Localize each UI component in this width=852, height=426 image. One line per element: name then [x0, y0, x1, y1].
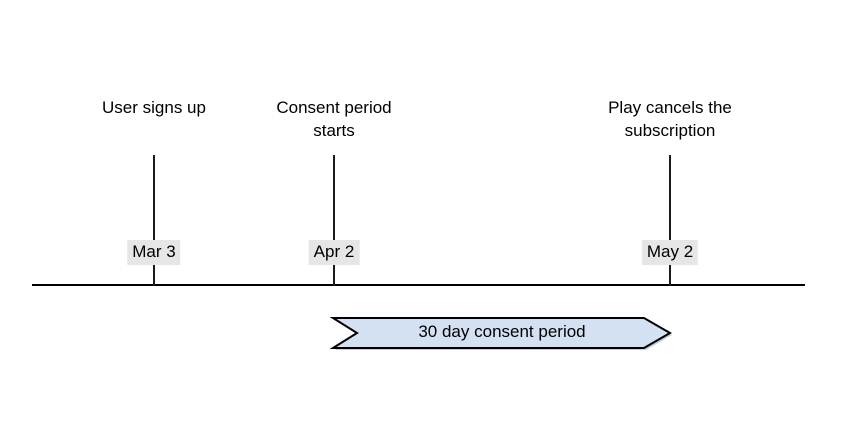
consent-period-banner[interactable]: 30 day consent period	[329, 315, 673, 350]
event-tick-line	[153, 155, 155, 286]
event-date-badge: Apr 2	[308, 240, 360, 265]
event-tick-line	[333, 155, 335, 286]
banner-label: 30 day consent period	[418, 322, 586, 341]
event-label: Consent period starts	[276, 98, 392, 140]
event-date-badge: May 2	[641, 240, 699, 265]
event-label: User signs up	[102, 98, 206, 117]
event-label: Play cancels the subscription	[608, 98, 732, 140]
event-date-badge: Mar 3	[127, 240, 181, 265]
event-tick-line	[669, 155, 671, 286]
banner-ribbon-shape	[329, 317, 673, 350]
timeline-axis	[32, 284, 805, 286]
